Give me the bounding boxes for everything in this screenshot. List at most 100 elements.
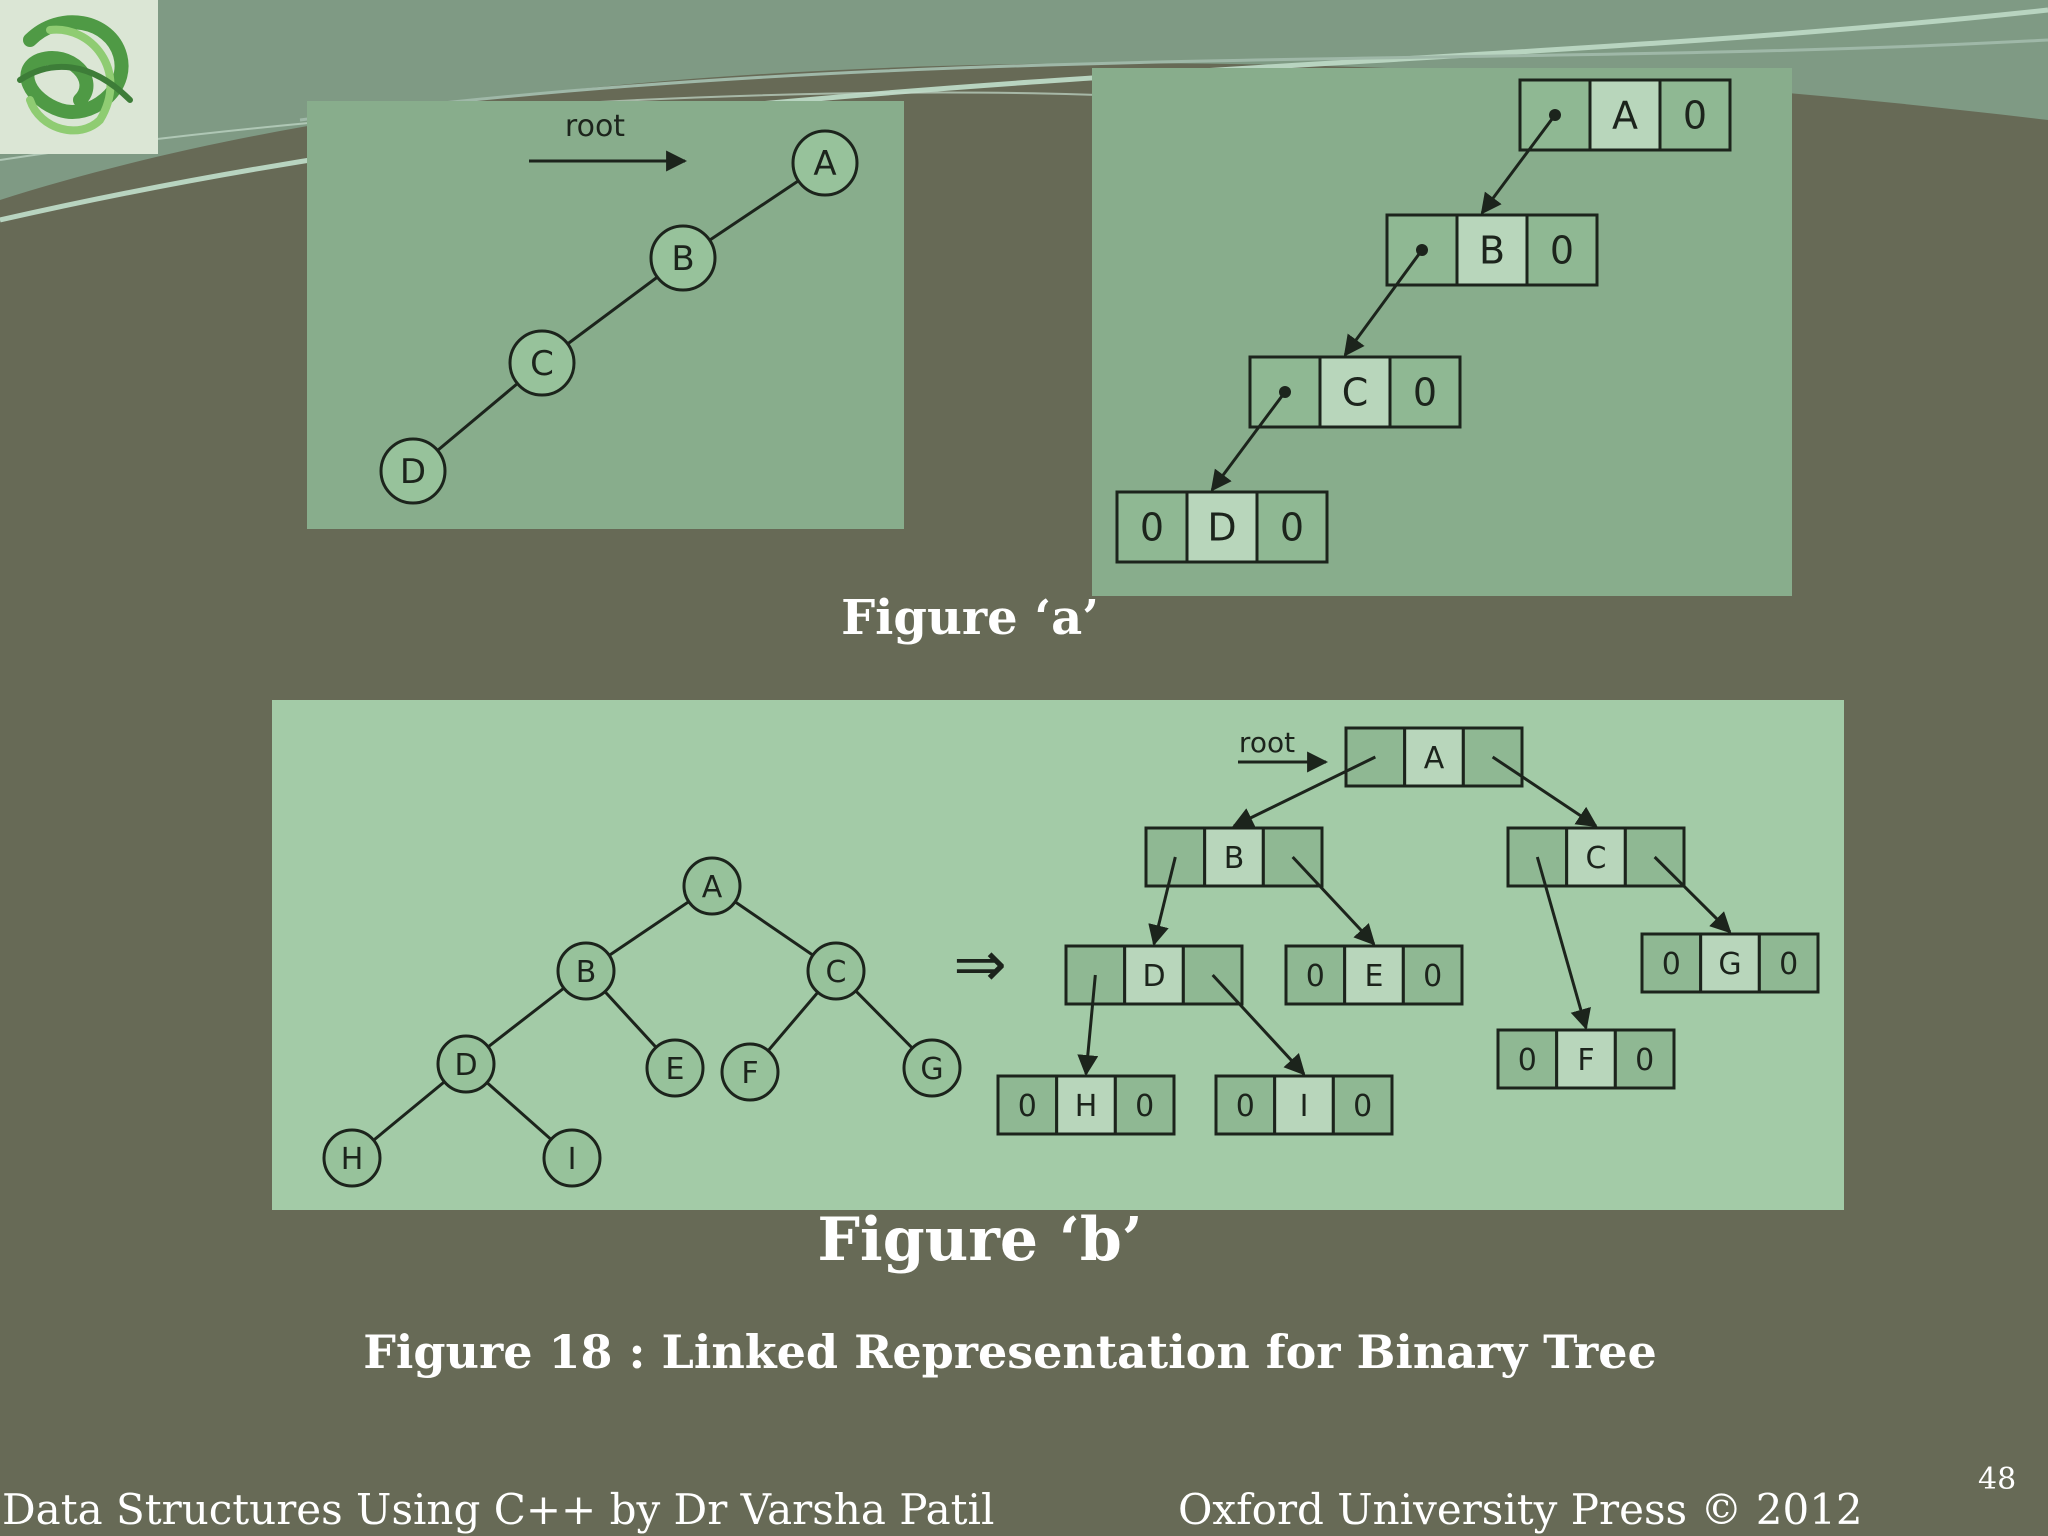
linked-node-d: D [1064,944,1244,1006]
node-cell [1565,826,1627,888]
cell-label: D [1142,959,1165,994]
figure-a-caption: Figure ‘a’ [841,590,1099,646]
node-label: C [826,955,847,990]
pointer-arrow [1232,755,1376,828]
linked-node-c: C [1506,826,1686,888]
tree-node-c: C [806,941,866,1001]
node-cell [1699,932,1761,994]
node-label: D [400,452,426,492]
tree-node-h: H [322,1128,382,1188]
tree-node-d: D [436,1034,496,1094]
node-cell [1214,1074,1277,1136]
node-label: B [671,239,694,279]
pointer-arrow [1291,855,1376,946]
node-circle [508,329,576,397]
node-cell [1343,944,1405,1006]
node-cell [1555,1028,1617,1090]
pointer-arrow [1491,755,1598,828]
tree-node-e: E [645,1038,705,1098]
pointer-dot [1549,109,1561,121]
node-cell [1388,355,1462,429]
node-circle [649,224,717,292]
node-cell [1613,1028,1676,1090]
pointer-arrow [1077,974,1099,1077]
node-circle [645,1038,705,1098]
node-cell [1506,826,1569,888]
tree-node-i: I [542,1128,602,1188]
node-circle [682,856,742,916]
cell-label: 0 [1550,229,1574,273]
pointer-arrow [1653,855,1732,934]
figure-b-caption: Figure ‘b’ [817,1205,1143,1275]
cell-label: H [1075,1089,1098,1124]
cell-label: 0 [1280,506,1304,550]
node-cell [1255,490,1329,564]
node-circle [379,437,447,505]
figure-title: Figure 18 : Linked Representation for Bi… [363,1325,1657,1379]
cell-label: C [1342,371,1369,415]
tree-node-g: G [902,1038,962,1098]
node-cell [1757,932,1820,994]
node-cell [1123,944,1185,1006]
node-cell [1658,78,1732,152]
cell-label: B [1224,841,1245,876]
cell-label: G [1718,947,1741,982]
cell-label: A [1424,741,1445,776]
node-label: D [454,1048,477,1083]
pointer-arrow [1211,973,1306,1076]
node-cell [1401,944,1464,1006]
cell-label: 0 [1662,947,1681,982]
cell-label: D [1207,506,1236,550]
implies-arrow: ⇒ [953,928,1007,1002]
node-cell [1403,726,1465,788]
tree-node-c: C [508,329,576,397]
ribbon-logo [0,0,158,154]
linked-node-b: B [1144,826,1324,888]
footer-author: Data Structures Using C++ by Dr Varsha P… [2,1485,995,1534]
node-cell [1181,944,1244,1006]
cell-label: A [1612,94,1638,138]
cell-label: B [1479,229,1505,273]
pointer-dot [1279,386,1291,398]
pointer-arrow [1535,856,1591,1031]
cell-label: I [1300,1089,1309,1124]
node-cell [1144,826,1207,888]
cell-label: 0 [1306,959,1325,994]
node-circle [322,1128,382,1188]
node-cell [1203,826,1265,888]
node-cell [1055,1074,1117,1136]
cell-label: 0 [1518,1043,1537,1078]
node-label: H [341,1142,364,1177]
root-label: root [1239,726,1295,759]
tree-node-a: A [791,129,859,197]
node-cell [1064,944,1127,1006]
node-cell [1455,213,1529,287]
node-label: A [813,144,836,184]
linked-node-a: A [1344,726,1524,788]
tree-node-a: A [682,856,742,916]
node-cell [1273,1074,1335,1136]
node-label: G [920,1052,943,1087]
node-label: I [568,1142,577,1177]
node-circle [791,129,859,197]
cell-label: 0 [1135,1089,1154,1124]
cell-label: 0 [1635,1043,1654,1078]
tree-node-b: B [649,224,717,292]
cell-label: 0 [1018,1089,1037,1124]
node-circle [806,941,866,1001]
node-circle [542,1128,602,1188]
cell-label: C [1586,841,1607,876]
node-cell [1331,1074,1394,1136]
node-cell [1115,490,1189,564]
node-circle [720,1042,780,1102]
node-cell [1640,932,1703,994]
